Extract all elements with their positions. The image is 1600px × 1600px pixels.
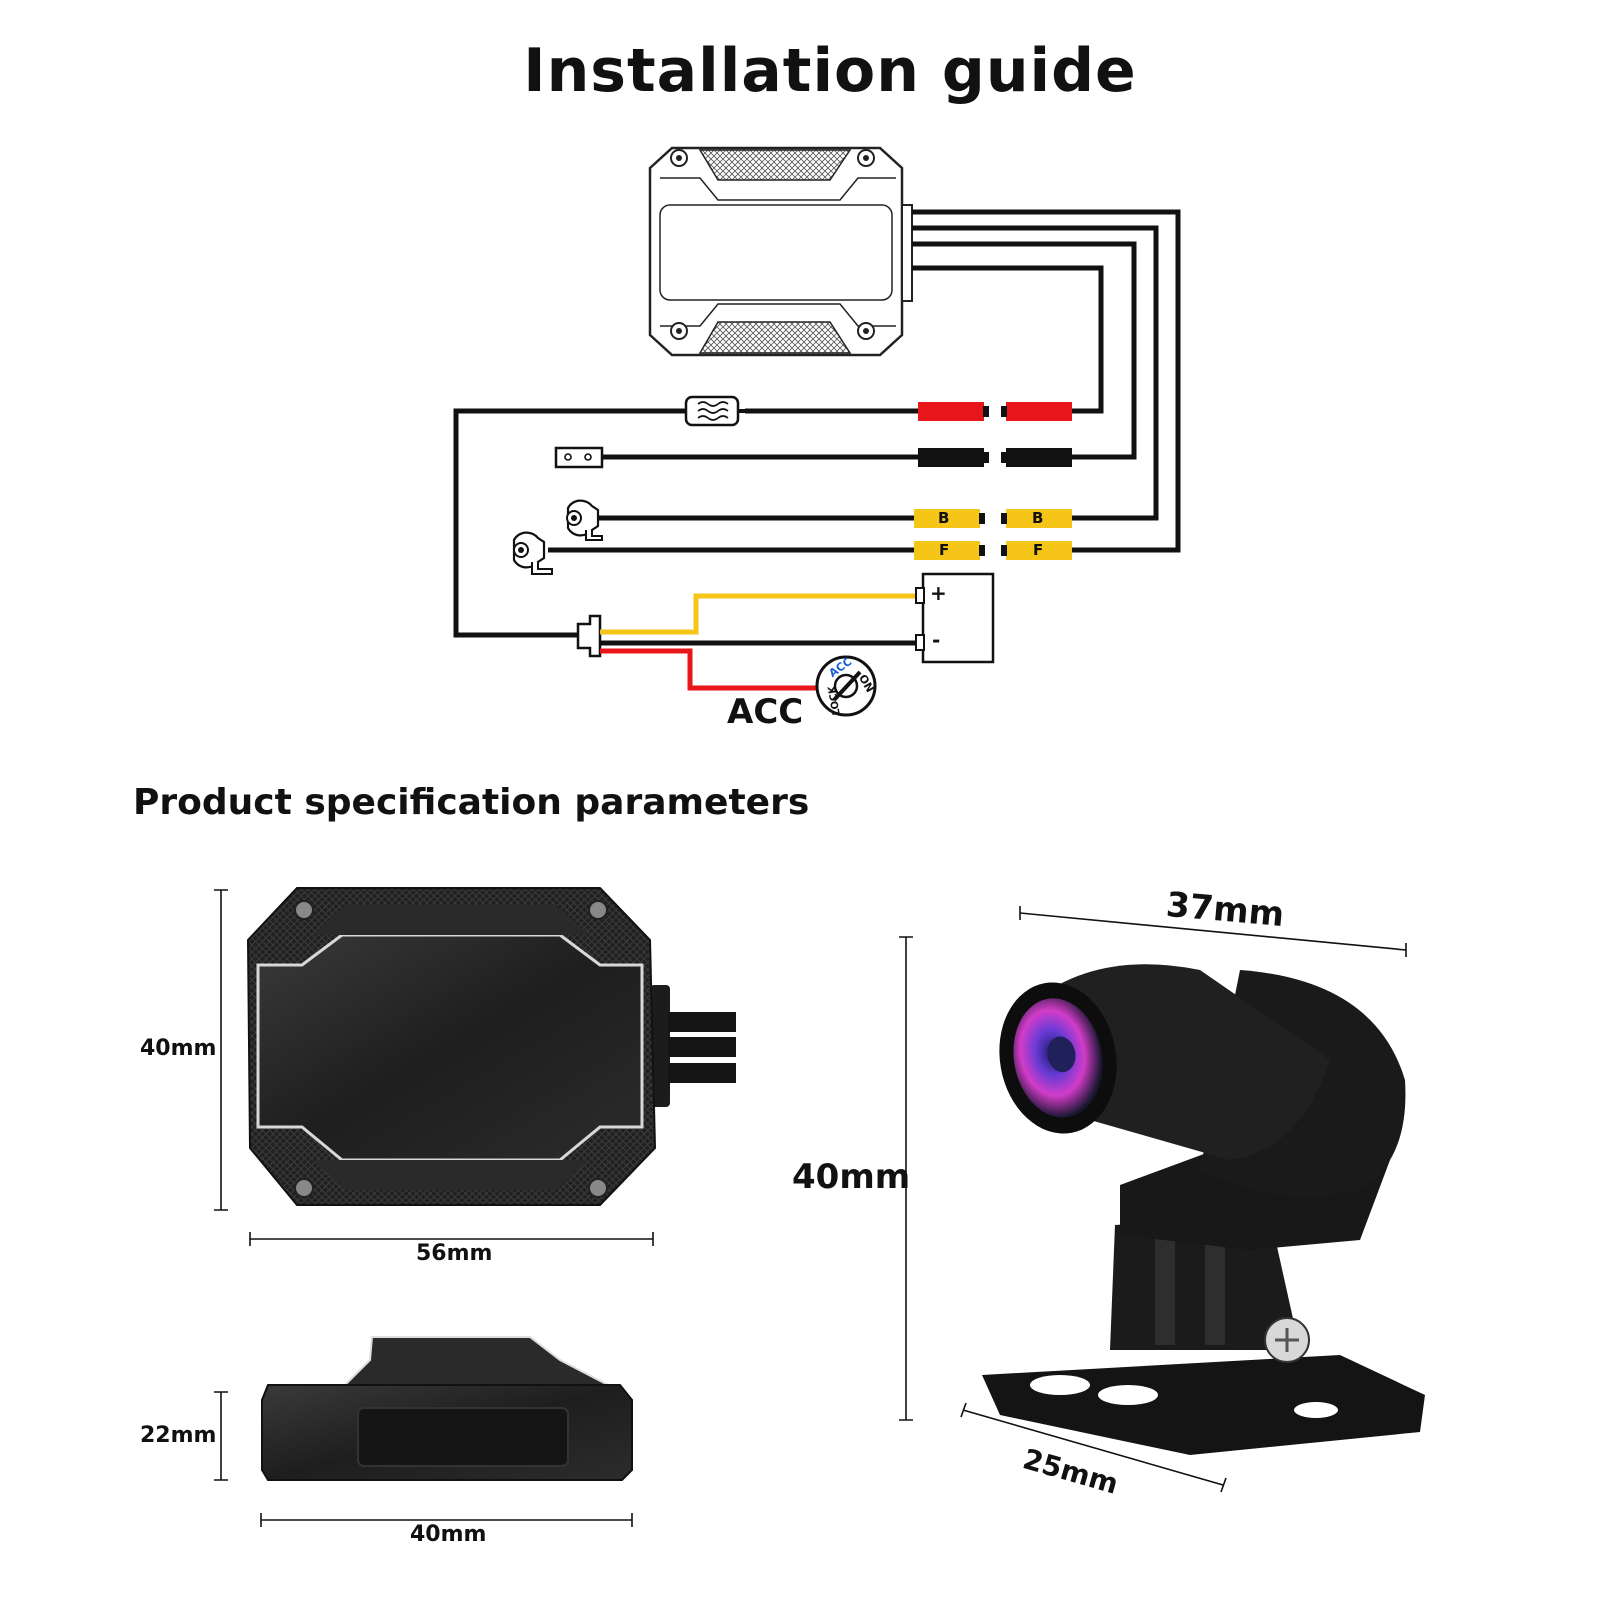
dvr-unit-outline-icon xyxy=(648,146,913,357)
ignition-key-icon xyxy=(815,655,877,717)
dim-dvr-depth: 40mm xyxy=(410,1522,487,1547)
fuse-icon xyxy=(678,395,750,427)
dvr-cables xyxy=(912,209,1181,553)
front-camera-icon xyxy=(512,531,553,575)
specification-heading: Product specification parameters xyxy=(133,782,810,823)
dimension-lines xyxy=(214,889,1407,1527)
connector-plug-icon xyxy=(576,614,602,658)
dim-camera-height: 40mm xyxy=(792,1157,911,1197)
usb-line xyxy=(554,446,1072,469)
dim-dvr-height: 40mm xyxy=(140,1036,217,1061)
camera-image xyxy=(982,964,1425,1455)
camera-back-tag: B xyxy=(938,509,950,527)
page-title: Installation guide xyxy=(523,36,1137,106)
red-connector-left xyxy=(918,402,984,421)
dvr-top-view xyxy=(246,887,736,1206)
battery-minus-label: - xyxy=(932,628,941,652)
red-connector-right xyxy=(1006,402,1072,421)
rear-camera-line xyxy=(566,499,1072,541)
dim-dvr-thickness: 22mm xyxy=(140,1423,217,1448)
acc-label: ACC xyxy=(727,692,804,732)
dvr-side-view xyxy=(261,1336,633,1481)
power-line xyxy=(453,395,1072,638)
dim-dvr-width: 56mm xyxy=(416,1241,493,1266)
battery-icon xyxy=(915,572,995,664)
battery-section xyxy=(576,572,995,717)
camera-front-tag-2: F xyxy=(1033,541,1044,559)
camera-front-tag: F xyxy=(939,541,950,559)
battery-plus-label: + xyxy=(930,581,947,605)
camera-back-tag-2: B xyxy=(1032,509,1044,527)
front-camera-line xyxy=(512,531,1072,575)
rear-camera-icon xyxy=(566,499,603,541)
